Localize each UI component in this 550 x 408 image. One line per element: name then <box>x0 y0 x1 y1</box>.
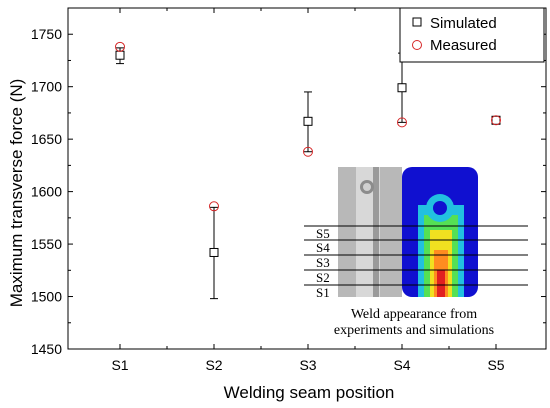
y-tick-label: 1600 <box>31 184 62 200</box>
y-tick-label: 1450 <box>31 341 62 357</box>
simulated-point <box>397 83 407 93</box>
measured-point <box>303 146 313 157</box>
legend-measured-label: Measured <box>430 37 497 54</box>
inset-caption-line-1: Weld appearance from <box>351 307 477 322</box>
inset-section-label: S1 <box>316 285 330 300</box>
y-axis-title: Maximum transverse force (N) <box>7 79 26 308</box>
simulated-point <box>115 50 125 60</box>
measured-point <box>209 201 219 212</box>
inset-section-lines <box>304 225 528 286</box>
y-tick-label: 1500 <box>31 289 62 305</box>
legend-box <box>399 7 545 63</box>
x-axis-title: Welding seam position <box>224 383 395 402</box>
inset-section-label: S2 <box>316 270 330 285</box>
inset-section-label: S3 <box>316 255 330 270</box>
simulated-point <box>303 116 313 126</box>
x-tick-label: S5 <box>487 357 504 373</box>
simulated-point <box>209 247 219 257</box>
x-tick-label: S2 <box>205 357 222 373</box>
measured-point <box>491 115 501 126</box>
simulated-point <box>491 115 501 125</box>
inset-section-label: S5 <box>316 226 330 241</box>
y-tick-label: 1700 <box>31 79 62 95</box>
inset-caption-line-2: experiments and simulations <box>334 323 494 338</box>
x-tick-label: S1 <box>111 357 128 373</box>
y-tick-label: 1750 <box>31 26 62 42</box>
y-tick-label: 1650 <box>31 131 62 147</box>
legend-measured-marker <box>412 40 422 50</box>
plot-frame <box>67 7 547 350</box>
x-tick-label: S3 <box>299 357 316 373</box>
y-axis: 1450 1500 1550 1600 1650 1700 1750 <box>31 26 546 357</box>
y-tick-label: 1550 <box>31 236 62 252</box>
legend: Simulated Measured <box>399 7 545 63</box>
data-markers <box>115 41 501 257</box>
measured-point <box>115 41 125 52</box>
experiment-weld-edge <box>373 167 379 297</box>
plot-area-border <box>67 7 547 350</box>
legend-simulated-marker <box>412 17 422 27</box>
measured-point <box>397 117 407 128</box>
inset-section-label: S4 <box>316 240 330 255</box>
legend-simulated-label: Simulated <box>430 15 497 32</box>
x-tick-label: S4 <box>393 357 410 373</box>
